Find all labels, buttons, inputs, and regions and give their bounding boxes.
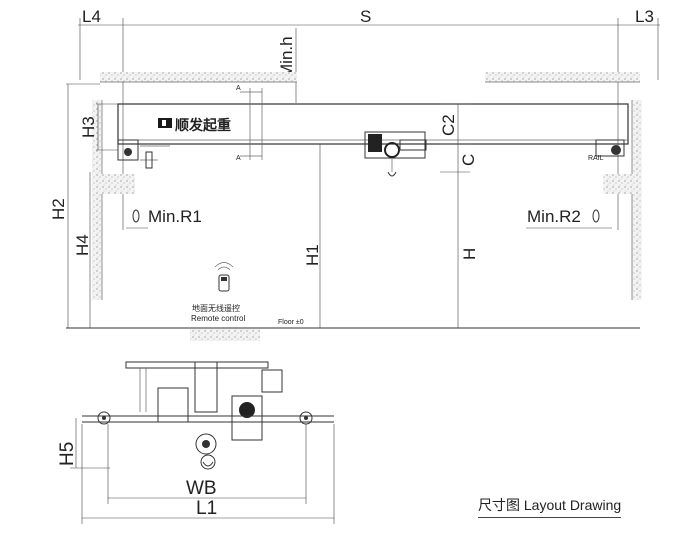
h2-dimension — [66, 83, 100, 328]
dim-label-h: H — [460, 248, 479, 260]
dim-label-s: S — [360, 7, 371, 26]
min-r1-marker — [126, 209, 148, 229]
floor-label: Floor ±0 — [278, 319, 304, 326]
section-mark-a-top: A — [236, 85, 241, 92]
dim-label-min-h: Min.h — [277, 36, 296, 78]
dim-label-h2: H2 — [49, 198, 68, 220]
right-end-truck — [595, 139, 625, 157]
dim-label-min-r2: Min.R2 — [527, 207, 581, 226]
brand-text: 顺发起重 — [175, 117, 231, 133]
h3-dimension — [96, 103, 118, 151]
remote-label-en: Remote control — [191, 314, 245, 323]
brand-logo — [158, 118, 172, 128]
dim-label-c: C — [459, 154, 478, 166]
left-end-truck — [117, 139, 170, 169]
dim-label-h5: H5 — [57, 442, 78, 466]
floor-line — [66, 327, 640, 341]
l1-dimension — [81, 424, 335, 524]
right-wall — [485, 72, 642, 300]
dim-label-l3: L3 — [635, 7, 654, 26]
dim-label-wb: WB — [186, 478, 217, 499]
dim-label-c2: C2 — [439, 114, 458, 136]
dim-label-h4: H4 — [73, 234, 92, 256]
top-dimension-line — [78, 18, 660, 230]
left-wall — [92, 72, 297, 300]
h5-dimension — [70, 418, 110, 469]
rail-label: RAIL — [588, 155, 604, 162]
wb-dimension — [107, 424, 307, 504]
remote-control-icon — [214, 262, 234, 292]
min-r2-marker — [526, 209, 612, 229]
dim-label-min-r1: Min.R1 — [148, 207, 202, 226]
dim-label-h3: H3 — [79, 116, 98, 138]
dim-label-l4: L4 — [82, 7, 101, 26]
layout-drawing-caption: 尺寸图 Layout Drawing — [478, 495, 622, 518]
dim-label-h1: H1 — [303, 244, 322, 266]
c-dimensions — [440, 103, 470, 173]
trolley-section-view — [82, 361, 334, 470]
remote-label-cn: 地面无线遥控 — [192, 303, 240, 313]
section-mark-a-bottom: A — [236, 155, 241, 162]
hoist-trolley — [364, 131, 427, 177]
dim-label-l1: L1 — [196, 498, 217, 519]
